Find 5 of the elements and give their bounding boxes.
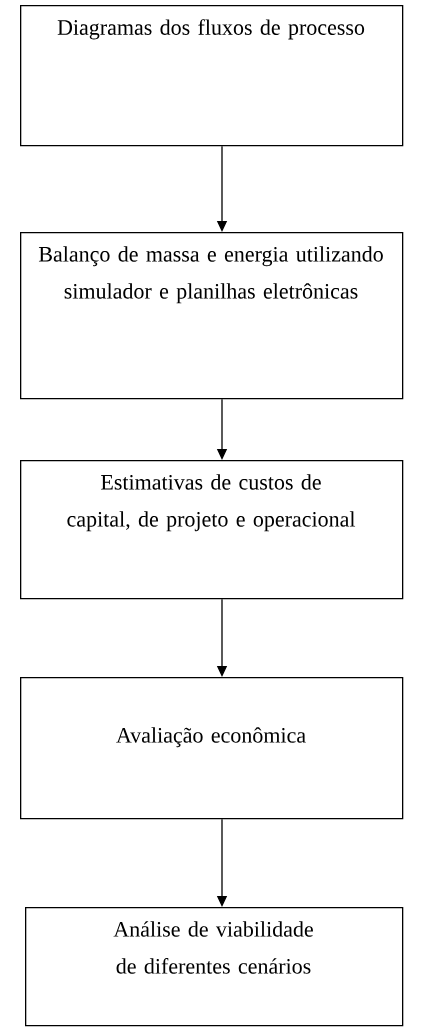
process-box: Estimativas de custos de capital, de projeto e operacional — [20, 460, 404, 600]
process-box: Balanço de massa e energia utilizando simulador e planilhas eletrônicas — [20, 232, 404, 400]
process-box: Avaliação econômica — [20, 677, 404, 820]
process-box: Diagramas dos fluxos de processo — [20, 5, 404, 147]
process-box: Análise de viabilidade de diferentes cenários — [25, 907, 404, 1027]
